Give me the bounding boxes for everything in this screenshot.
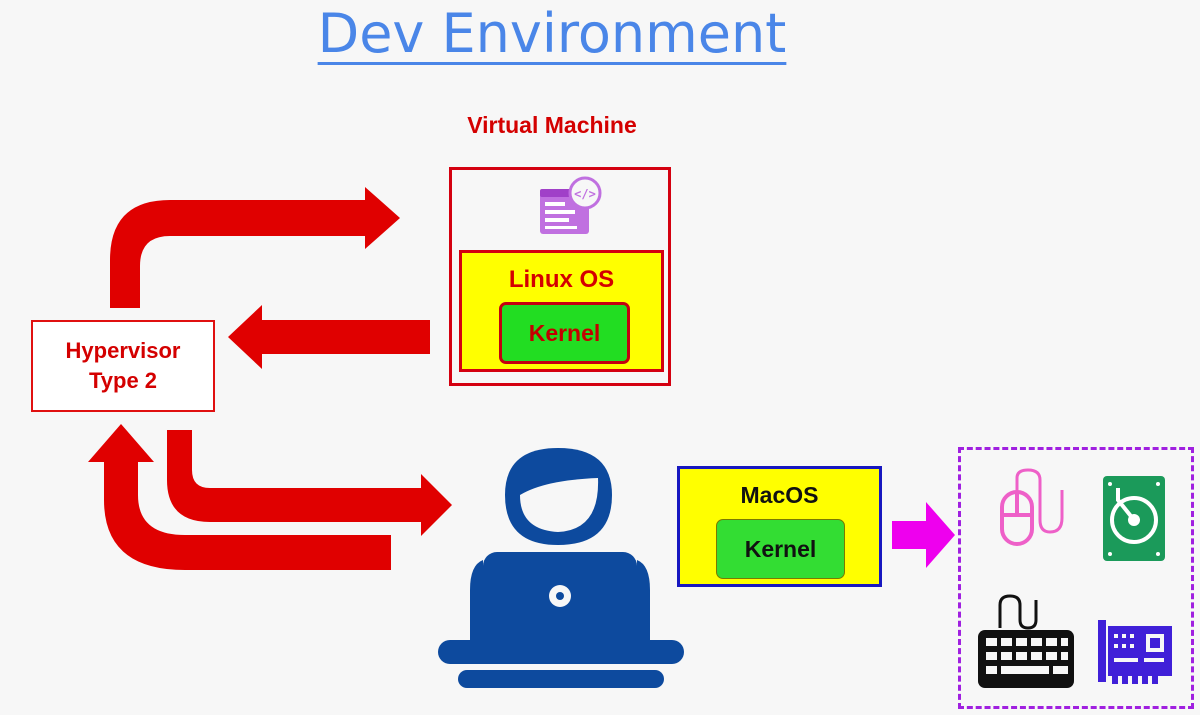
arrow-user-to-hypervisor bbox=[88, 424, 391, 570]
arrow-hypervisor-to-user bbox=[167, 430, 452, 536]
macos-label: MacOS bbox=[740, 482, 819, 508]
arrow-vm-to-hypervisor bbox=[228, 305, 430, 369]
host-kernel-label: Kernel bbox=[744, 535, 817, 562]
hardware-group bbox=[958, 447, 1194, 709]
hypervisor-label-line2: Type 2 bbox=[88, 368, 158, 393]
vm-kernel-label: Kernel bbox=[528, 319, 601, 346]
page-title: Dev Environment bbox=[317, 2, 787, 65]
vm-kernel-box: Kernel bbox=[499, 302, 630, 364]
virtual-machine-label: Virtual Machine bbox=[467, 112, 637, 138]
host-kernel-box: Kernel bbox=[716, 519, 845, 579]
linux-os-label: Linux OS bbox=[508, 266, 615, 293]
hypervisor-label-line1: Hypervisor bbox=[65, 338, 181, 363]
hypervisor-box: Hypervisor Type 2 bbox=[31, 320, 215, 412]
arrow-hypervisor-to-vm bbox=[110, 187, 400, 308]
arrow-macos-to-hardware bbox=[892, 502, 955, 568]
